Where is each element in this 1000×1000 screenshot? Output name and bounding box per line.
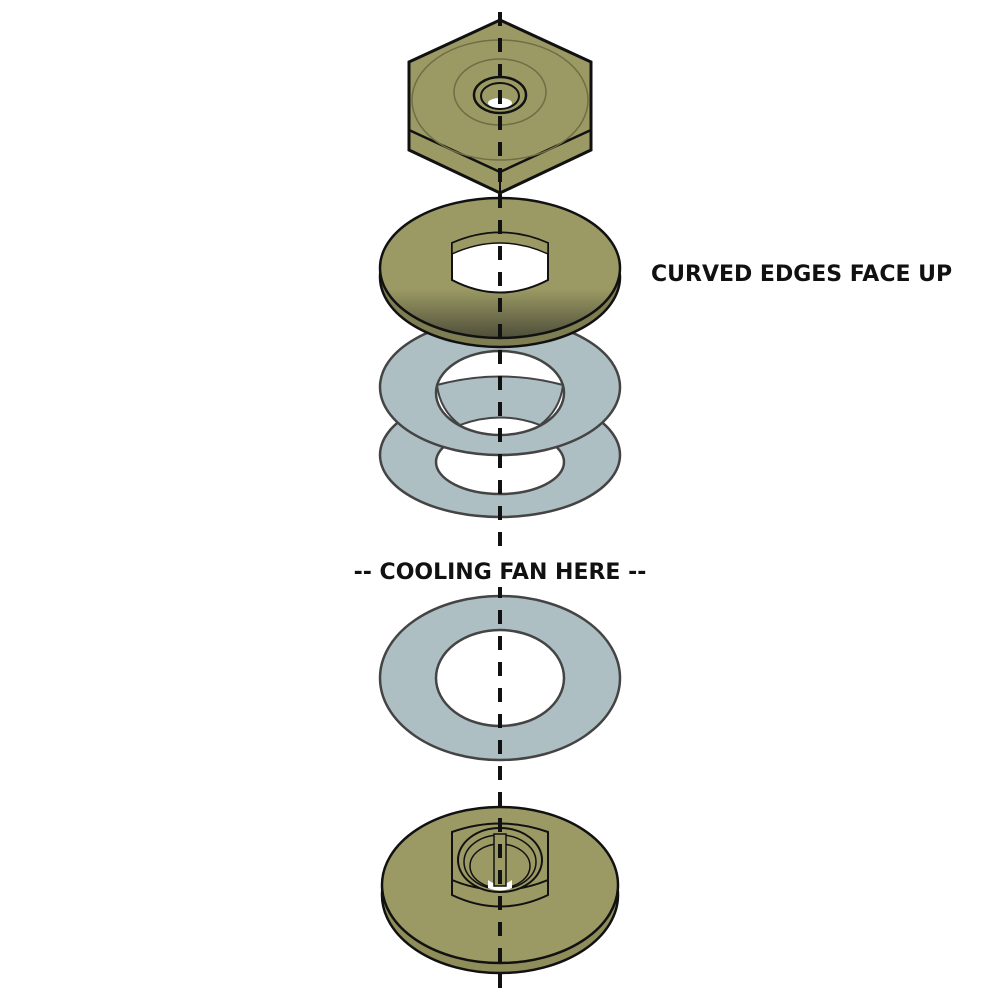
cooling-fan-label-bg xyxy=(344,555,656,587)
flat-washer-3 xyxy=(378,594,622,762)
base-hub xyxy=(380,805,620,975)
cooling-fan-label: -- COOLING FAN HERE -- xyxy=(354,560,647,585)
curved-edges-label: CURVED EDGES FACE UP xyxy=(651,262,952,287)
